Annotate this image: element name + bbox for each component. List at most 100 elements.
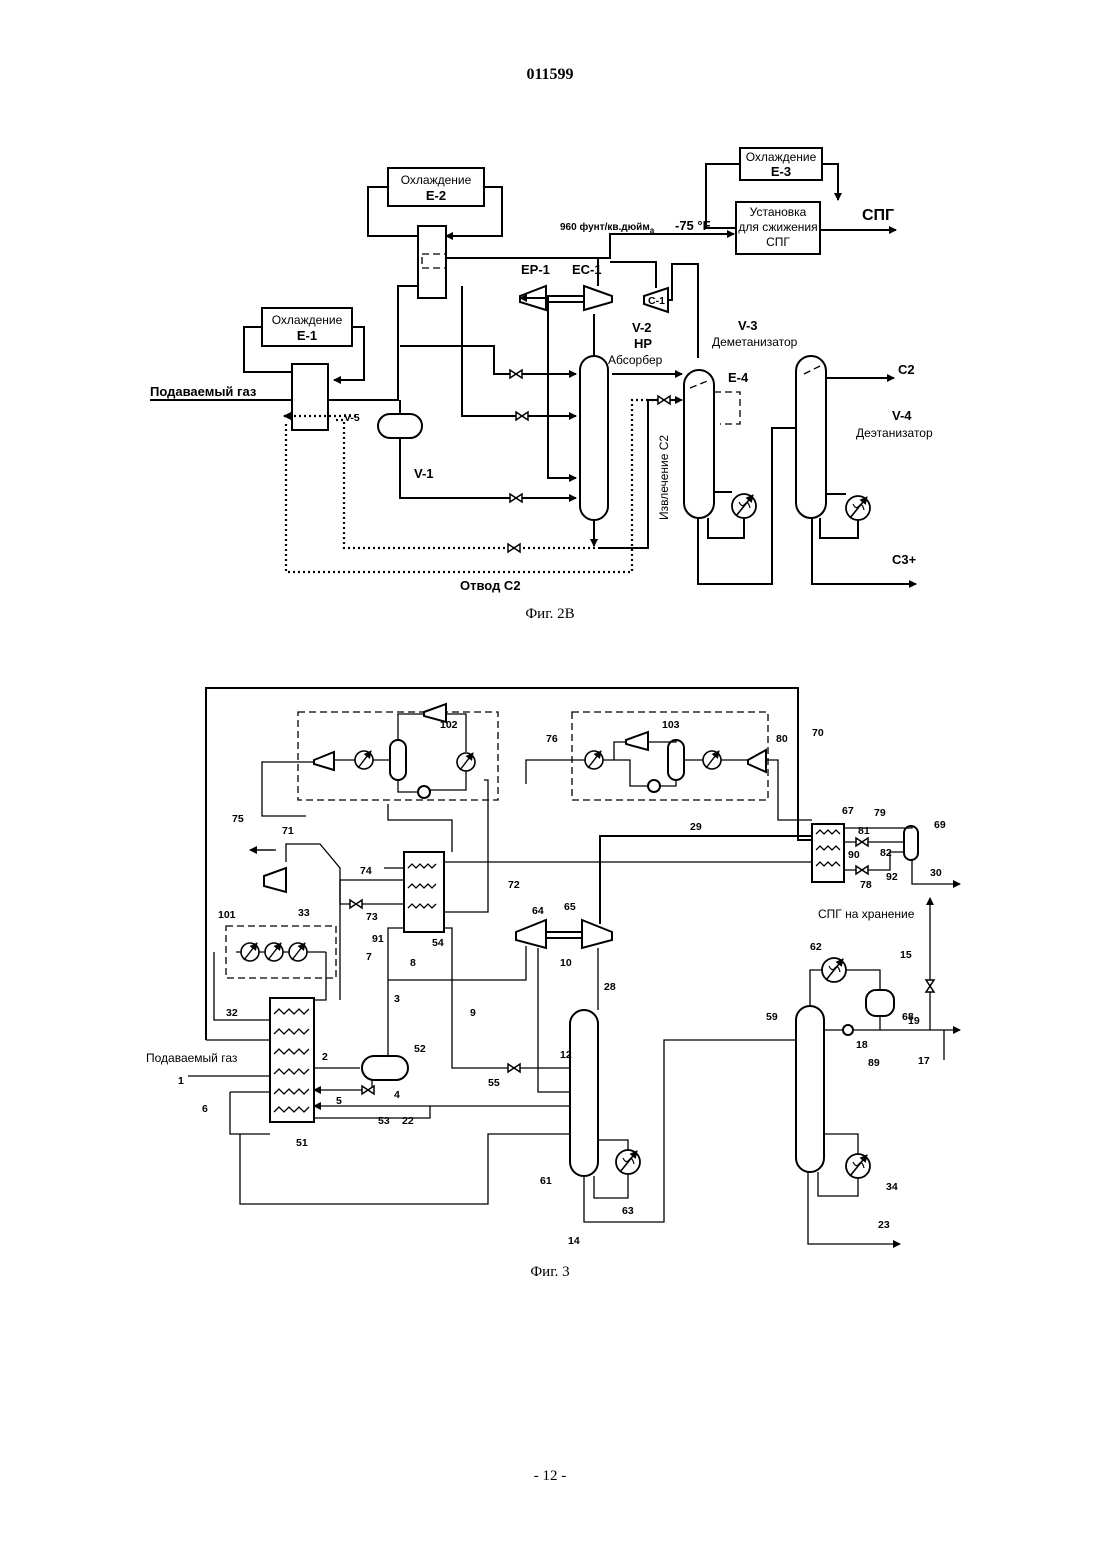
- label-23: 23: [878, 1219, 890, 1231]
- label-80: 80: [776, 733, 788, 745]
- temperature-label: -75 °F: [675, 218, 711, 233]
- label-75: 75: [232, 813, 244, 825]
- v5-label: V-5: [344, 412, 360, 424]
- label-33: 33: [298, 907, 310, 919]
- c2-removal-label: Отвод С2: [460, 578, 521, 593]
- cooling-e3-tag: Е-3: [771, 164, 791, 179]
- label-5: 5: [336, 1095, 342, 1107]
- label-52: 52: [414, 1043, 426, 1055]
- label-53: 53: [378, 1115, 390, 1127]
- expander-64: [516, 920, 546, 948]
- label-30: 30: [930, 867, 942, 879]
- cooling-e1-label: Охлаждение: [272, 313, 343, 327]
- label-32: 32: [226, 1007, 238, 1019]
- label-51: 51: [296, 1137, 308, 1149]
- cooling-e3-label: Охлаждение: [746, 150, 817, 164]
- feed-gas-label-2b: Подаваемый газ: [150, 384, 257, 399]
- v3-name-label: Деметанизатор: [712, 335, 798, 349]
- v1-label: V-1: [414, 466, 434, 481]
- v2-absorber-label: Абсорбер: [608, 353, 663, 367]
- label-65: 65: [564, 901, 576, 913]
- caption-fig3: Фиг. 3: [0, 1264, 1100, 1281]
- label-90: 90: [848, 849, 860, 861]
- label-61: 61: [540, 1175, 552, 1187]
- v4-name-label: Деэтанизатор: [856, 426, 933, 440]
- label-10: 10: [560, 957, 572, 969]
- label-29: 29: [690, 821, 702, 833]
- separator-v1: [378, 414, 422, 438]
- label-2: 2: [322, 1051, 328, 1063]
- label-69: 69: [934, 819, 946, 831]
- caption-fig2b: Фиг. 2В: [0, 606, 1100, 623]
- reboiler-34-icon: [846, 1154, 870, 1178]
- figure-3: 102 103 76 80 70 75 71 67 79 69: [146, 688, 960, 1247]
- label-59: 59: [766, 1011, 778, 1023]
- label-17: 17: [918, 1055, 930, 1067]
- label-54: 54: [432, 937, 444, 949]
- compressor-65: [582, 920, 612, 948]
- label-74: 74: [360, 865, 372, 877]
- label-34: 34: [886, 1181, 898, 1193]
- lng-unit-line1: Установка: [750, 205, 807, 219]
- label-22: 22: [402, 1115, 414, 1127]
- label-72: 72: [508, 879, 520, 891]
- page-footer: - 12 -: [0, 1468, 1100, 1485]
- label-15: 15: [900, 949, 912, 961]
- cooling-e1-tag: Е-1: [297, 328, 317, 343]
- label-76: 76: [546, 733, 558, 745]
- label-3: 3: [394, 993, 400, 1005]
- column-59: [796, 1006, 824, 1172]
- e4-label: E-4: [728, 370, 749, 385]
- label-67: 67: [842, 805, 854, 817]
- v4-label: V-4: [892, 408, 912, 423]
- c2-output-label: C2: [898, 362, 915, 377]
- reboiler-v4-icon: [846, 496, 870, 520]
- heat-exchanger-e1: [292, 364, 328, 430]
- lng-storage-label: СПГ на хранение: [818, 907, 915, 921]
- label-103: 103: [662, 719, 680, 731]
- label-18: 18: [856, 1039, 868, 1051]
- label-81: 81: [858, 825, 870, 837]
- cooling-e2-label: Охлаждение: [401, 173, 472, 187]
- condenser-62-icon: [822, 958, 846, 982]
- label-79: 79: [874, 807, 886, 819]
- cooling-e2-tag: Е-2: [426, 188, 446, 203]
- label-1: 1: [178, 1075, 184, 1087]
- heat-exchanger-54: [404, 852, 444, 932]
- label-9: 9: [470, 1007, 476, 1019]
- label-19: 19: [908, 1015, 920, 1027]
- compressor-ec1: [584, 286, 612, 310]
- reboiler-v3-icon: [732, 494, 756, 518]
- absorber-v2: [580, 356, 608, 520]
- pressure-label: 960 фунт/кв.дюйма: [560, 221, 655, 235]
- v2-label: V-2: [632, 320, 652, 335]
- label-92: 92: [886, 871, 898, 883]
- lng-product-label: СПГ: [862, 207, 894, 224]
- label-14: 14: [568, 1235, 580, 1247]
- figure-2b: Охлаждение Е-2 Охлаждение Е-3 Установка …: [150, 148, 933, 593]
- label-6: 6: [202, 1103, 208, 1115]
- label-78: 78: [860, 879, 872, 891]
- label-7: 7: [366, 951, 372, 963]
- ep1-label: EP-1: [521, 262, 550, 277]
- reflux-drum-68: [866, 990, 894, 1016]
- compressor-71: [264, 868, 286, 892]
- label-62: 62: [810, 941, 822, 953]
- v3-label: V-3: [738, 318, 758, 333]
- label-28: 28: [604, 981, 616, 993]
- label-70: 70: [812, 727, 824, 739]
- separator-69: [904, 826, 918, 860]
- deethanizer-v4: [796, 356, 826, 518]
- label-8: 8: [410, 957, 416, 969]
- demethanizer-v3: [684, 370, 714, 518]
- label-101: 101: [218, 909, 236, 921]
- label-12: 12: [560, 1049, 572, 1061]
- label-4: 4: [394, 1089, 400, 1101]
- c3plus-label: C3+: [892, 552, 917, 567]
- label-73: 73: [366, 911, 378, 923]
- lng-unit-line2: для сжижения: [738, 220, 817, 234]
- label-55: 55: [488, 1077, 500, 1089]
- label-64: 64: [532, 905, 544, 917]
- label-89: 89: [868, 1057, 880, 1069]
